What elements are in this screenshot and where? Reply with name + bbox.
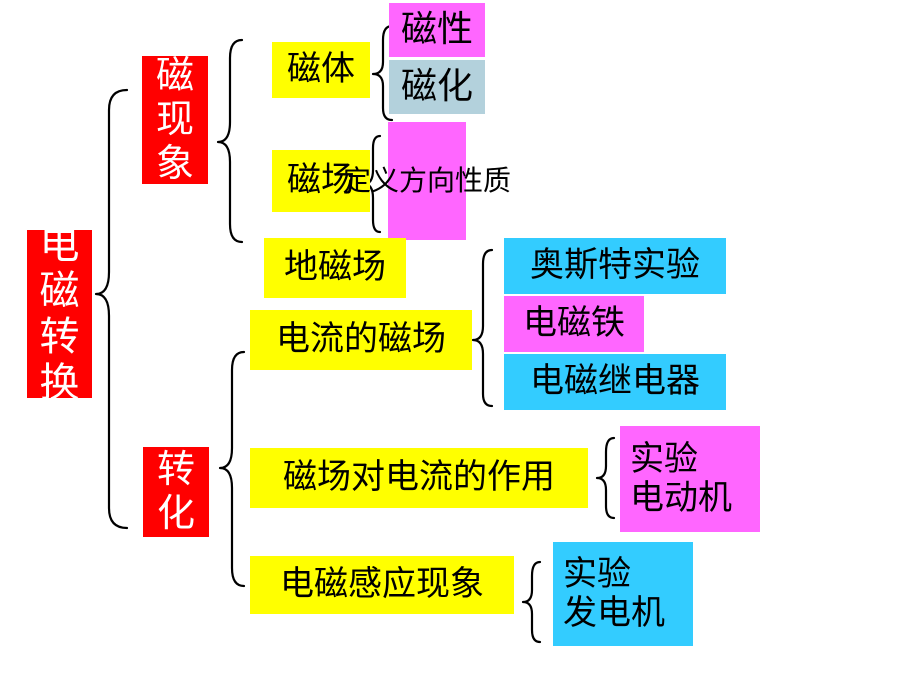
node-current-field: 电流的磁场 (250, 310, 472, 370)
node-induction: 电磁感应现象 (250, 556, 514, 614)
node-generator: 发电机 (563, 593, 665, 633)
bracket-root (94, 88, 129, 530)
node-induction-experiment: 实验 (563, 553, 631, 594)
node-phenomena-char: 现 (155, 97, 194, 142)
node-relay: 电磁继电器 (504, 354, 726, 410)
node-root-char: 转 (39, 314, 80, 360)
bracket-force (595, 436, 616, 520)
node-root-char: 电 (39, 222, 80, 268)
node-induction-label: 电磁感应现象 (280, 564, 484, 605)
node-field-details: 定义 方向 性质 (343, 122, 511, 240)
node-field: 磁场 (272, 150, 370, 212)
node-field-label: 磁场 (287, 160, 355, 201)
node-magnet: 磁体 (272, 42, 370, 98)
node-induction-details: 实验 发电机 (553, 542, 693, 646)
node-root-char: 磁 (39, 268, 80, 314)
node-oersted: 奥斯特实验 (504, 238, 726, 294)
node-force-label: 磁场对电流的作用 (283, 457, 555, 498)
node-conversion: 转 化 (143, 447, 209, 537)
node-root-char: 换 (39, 360, 80, 406)
node-magnetization-label: 磁化 (400, 66, 473, 108)
node-magnet-label: 磁体 (287, 49, 355, 90)
node-magnetization: 磁化 (389, 60, 485, 114)
node-electromagnet: 电磁铁 (504, 296, 644, 352)
bracket-current-field (471, 248, 494, 408)
node-field-property: 性质 (455, 163, 512, 197)
node-current-field-label: 电流的磁场 (276, 319, 446, 360)
bracket-phenomena (216, 38, 244, 244)
node-field-definition: 定义 (342, 163, 399, 197)
bracket-induction (521, 560, 542, 644)
node-earth-field-label: 地磁场 (284, 247, 386, 288)
node-phenomena: 磁 现 象 (142, 53, 208, 185)
node-magnetism: 磁性 (389, 3, 485, 57)
node-phenomena-char: 象 (155, 140, 194, 185)
node-force-details: 实验 电动机 (620, 426, 760, 532)
node-relay-label: 电磁继电器 (530, 361, 700, 402)
node-oersted-label: 奥斯特实验 (530, 245, 700, 286)
bracket-magnet (371, 24, 394, 122)
node-force-experiment: 实验 (630, 438, 698, 479)
node-electromagnet-label: 电磁铁 (523, 303, 625, 344)
node-phenomena-char: 磁 (155, 53, 194, 98)
node-motor: 电动机 (630, 478, 732, 518)
node-conversion-char: 化 (156, 491, 195, 535)
node-root: 电 磁 转 换 (27, 222, 92, 406)
node-conversion-char: 转 (156, 447, 195, 492)
bracket-conversion (218, 350, 246, 588)
node-force: 磁场对电流的作用 (250, 448, 588, 508)
node-earth-field: 地磁场 (264, 238, 406, 298)
node-field-direction: 方向 (399, 163, 456, 197)
node-magnetism-label: 磁性 (400, 9, 473, 51)
